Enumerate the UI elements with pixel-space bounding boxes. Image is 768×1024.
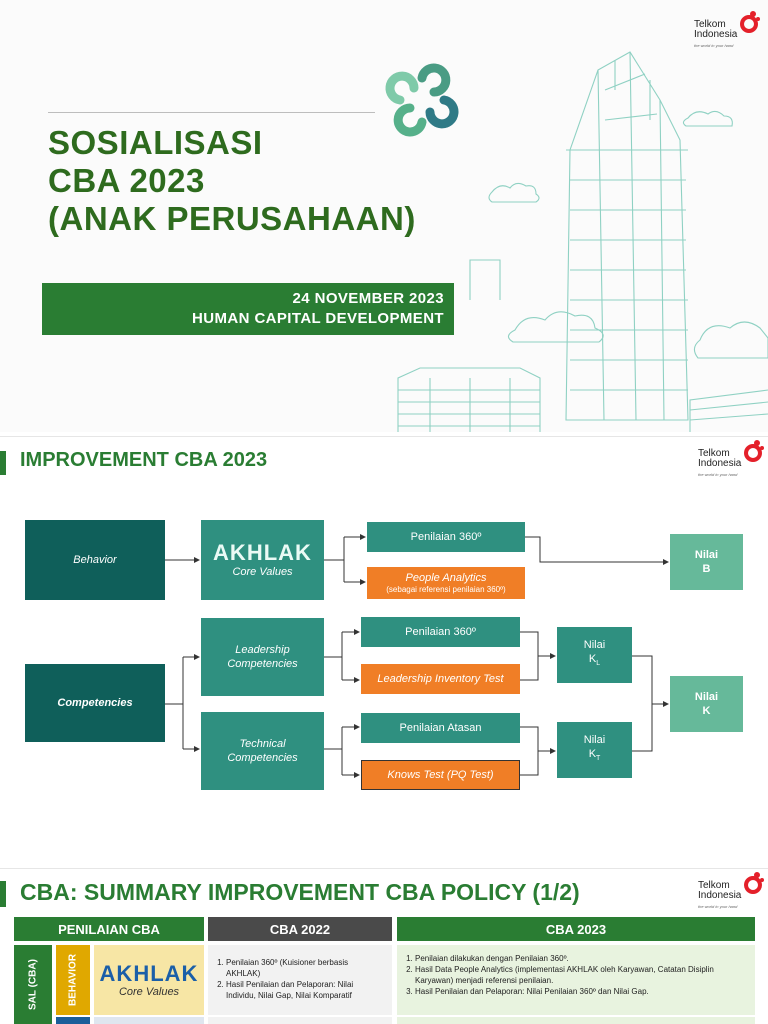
col-header-penilaian: PENILAIAN CBA <box>14 917 204 941</box>
col-header-2023: CBA 2023 <box>397 917 755 941</box>
nilai-kl-line1: Nilai <box>583 639 606 652</box>
technical-competencies-box: Technical Competencies <box>201 712 324 790</box>
akhlak-box: AKHLAK Core Values <box>201 520 324 600</box>
presentation-date: 24 NOVEMBER 2023 <box>292 290 444 307</box>
telkom-logo: Telkom Indonesia the world in your hand <box>698 871 768 915</box>
brand-tagline: the world in your hand <box>698 472 738 477</box>
section-side-label-text: SAL (CBA) <box>27 959 39 1011</box>
summary-slide: CBA: SUMMARY IMPROVEMENT CBA POLICY (1/2… <box>0 868 768 1024</box>
competencies-label: Competencies <box>57 697 133 709</box>
title-line-3: (ANAK PERUSAHAAN) <box>48 200 416 237</box>
telkom-symbol-icon <box>740 11 760 33</box>
nilai-k-box: Nilai K <box>670 676 743 732</box>
col-header-2023-label: CBA 2023 <box>545 921 607 937</box>
akhlak-cell: AKHLAK Core Values <box>94 945 204 1015</box>
section-side-label: SAL (CBA) <box>14 945 52 1024</box>
technical-competencies-label: Technical Competencies <box>227 738 298 764</box>
penilaian-360-leadership-box: Penilaian 360º <box>361 617 520 647</box>
telkom-symbol-icon <box>744 872 764 894</box>
improvement-slide: IMPROVEMENT CBA 2023 Telkom Indonesia th… <box>0 436 768 868</box>
title-accent-bar <box>0 451 6 475</box>
presentation-title: SOSIALISASI CBA 2023 (ANAK PERUSAHAAN) <box>48 124 416 238</box>
title-slide: Telkom Indonesia the world in your hand … <box>0 0 768 432</box>
cba-2023-item: Hasil Penilaian dan Pelaporan: Nilai Pen… <box>415 986 747 997</box>
leadership-competencies-label: Leadership Competencies <box>227 644 298 670</box>
nilai-k-line1: Nilai <box>694 691 719 703</box>
slide-title: CBA: SUMMARY IMPROVEMENT CBA POLICY (1/2… <box>20 879 580 905</box>
brand-name-line2: Indonesia <box>694 29 738 40</box>
knows-test-label: Knows Test (PQ Test) <box>387 769 494 781</box>
date-banner: 24 NOVEMBER 2023 HUMAN CAPITAL DEVELOPME… <box>42 283 454 335</box>
next-row-cell <box>94 1017 204 1024</box>
col-header-penilaian-label: PENILAIAN CBA <box>58 921 160 937</box>
nilai-kl-main: K <box>588 653 597 666</box>
building-illustration <box>397 51 768 432</box>
akhlak-logo-text: AKHLAK <box>99 961 199 986</box>
slide-title: IMPROVEMENT CBA 2023 <box>20 449 268 471</box>
people-analytics-box: People Analytics (sebagai referensi peni… <box>367 567 525 599</box>
title-line-2: CBA 2023 <box>48 162 205 199</box>
col-header-2022-label: CBA 2022 <box>269 921 331 937</box>
telkom-logo: Telkom Indonesia the world in your hand <box>694 10 768 54</box>
brand-name-line1: Telkom <box>698 448 730 459</box>
brand-name-line1: Telkom <box>694 19 726 30</box>
people-analytics-note: (sebagai referensi penilaian 360º) <box>386 585 506 594</box>
penilaian-360-behavior-box: Penilaian 360º <box>367 522 525 552</box>
penilaian-atasan-label: Penilaian Atasan <box>399 722 482 734</box>
nilai-kt-line1: Nilai <box>583 734 606 747</box>
penilaian-360-leadership-label: Penilaian 360º <box>405 626 476 638</box>
core-values-label: Core Values <box>118 986 180 998</box>
title-line-1: SOSIALISASI <box>48 124 263 161</box>
nilai-b-line1: Nilai <box>694 549 719 561</box>
brand-tagline: the world in your hand <box>698 904 738 909</box>
behavior-side-label: BEHAVIOR <box>56 945 90 1015</box>
department-name: HUMAN CAPITAL DEVELOPMENT <box>192 310 444 327</box>
title-accent-bar <box>0 881 6 907</box>
behavior-label: Behavior <box>73 554 117 566</box>
nilai-k-line2: K <box>702 705 711 717</box>
leadership-competencies-box: Leadership Competencies <box>201 618 324 696</box>
col-header-2022: CBA 2022 <box>208 917 392 941</box>
brand-name-line2: Indonesia <box>698 890 742 901</box>
cba-2022-item: Penilaian 360º (Kuisioner berbasis AKHLA… <box>226 957 384 979</box>
penilaian-atasan-box: Penilaian Atasan <box>361 713 520 743</box>
knows-test-box: Knows Test (PQ Test) <box>361 760 520 790</box>
next-row-marker <box>56 1017 90 1024</box>
title-divider <box>48 112 375 113</box>
competencies-box: Competencies <box>25 664 165 742</box>
cba-2023-item: Penilaian dilakukan dengan Penilaian 360… <box>415 953 747 964</box>
brand-name-line1: Telkom <box>698 880 730 891</box>
cba-flower-logo <box>385 63 459 137</box>
telkom-logo: Telkom Indonesia the world in your hand <box>698 439 768 483</box>
nilai-kl-box: Nilai KL <box>557 627 632 683</box>
next-row-2023 <box>397 1017 755 1024</box>
nilai-kt-box: Nilai KT <box>557 722 632 778</box>
cba-2023-item: Hasil Data People Analytics (implementas… <box>415 964 747 986</box>
next-row-2022 <box>208 1017 392 1024</box>
nilai-kl-sub: L <box>596 660 601 668</box>
brand-name-line2: Indonesia <box>698 458 742 469</box>
nilai-kt-main: K <box>588 748 597 761</box>
telkom-symbol-icon <box>744 440 764 462</box>
leadership-inventory-test-label: Leadership Inventory Test <box>377 673 504 685</box>
penilaian-360-behavior-label: Penilaian 360º <box>410 531 482 543</box>
flow-connectors <box>165 534 669 778</box>
behavior-box: Behavior <box>25 520 165 600</box>
core-values-label: Core Values <box>232 566 293 578</box>
brand-tagline: the world in your hand <box>694 43 734 48</box>
cba-2022-item: Hasil Penilaian dan Pelaporan: Nilai Ind… <box>226 979 384 1001</box>
nilai-b-box: Nilai B <box>670 534 743 590</box>
leadership-inventory-test-box: Leadership Inventory Test <box>361 664 520 694</box>
behavior-side-label-text: BEHAVIOR <box>67 953 79 1007</box>
cba-2023-cell: Penilaian dilakukan dengan Penilaian 360… <box>397 945 755 1015</box>
akhlak-logo-text: AKHLAK <box>213 540 312 565</box>
nilai-kt-sub: T <box>596 755 601 763</box>
nilai-b-line2: B <box>702 563 711 575</box>
cba-2022-cell: Penilaian 360º (Kuisioner berbasis AKHLA… <box>208 945 392 1015</box>
people-analytics-label: People Analytics <box>405 572 487 584</box>
